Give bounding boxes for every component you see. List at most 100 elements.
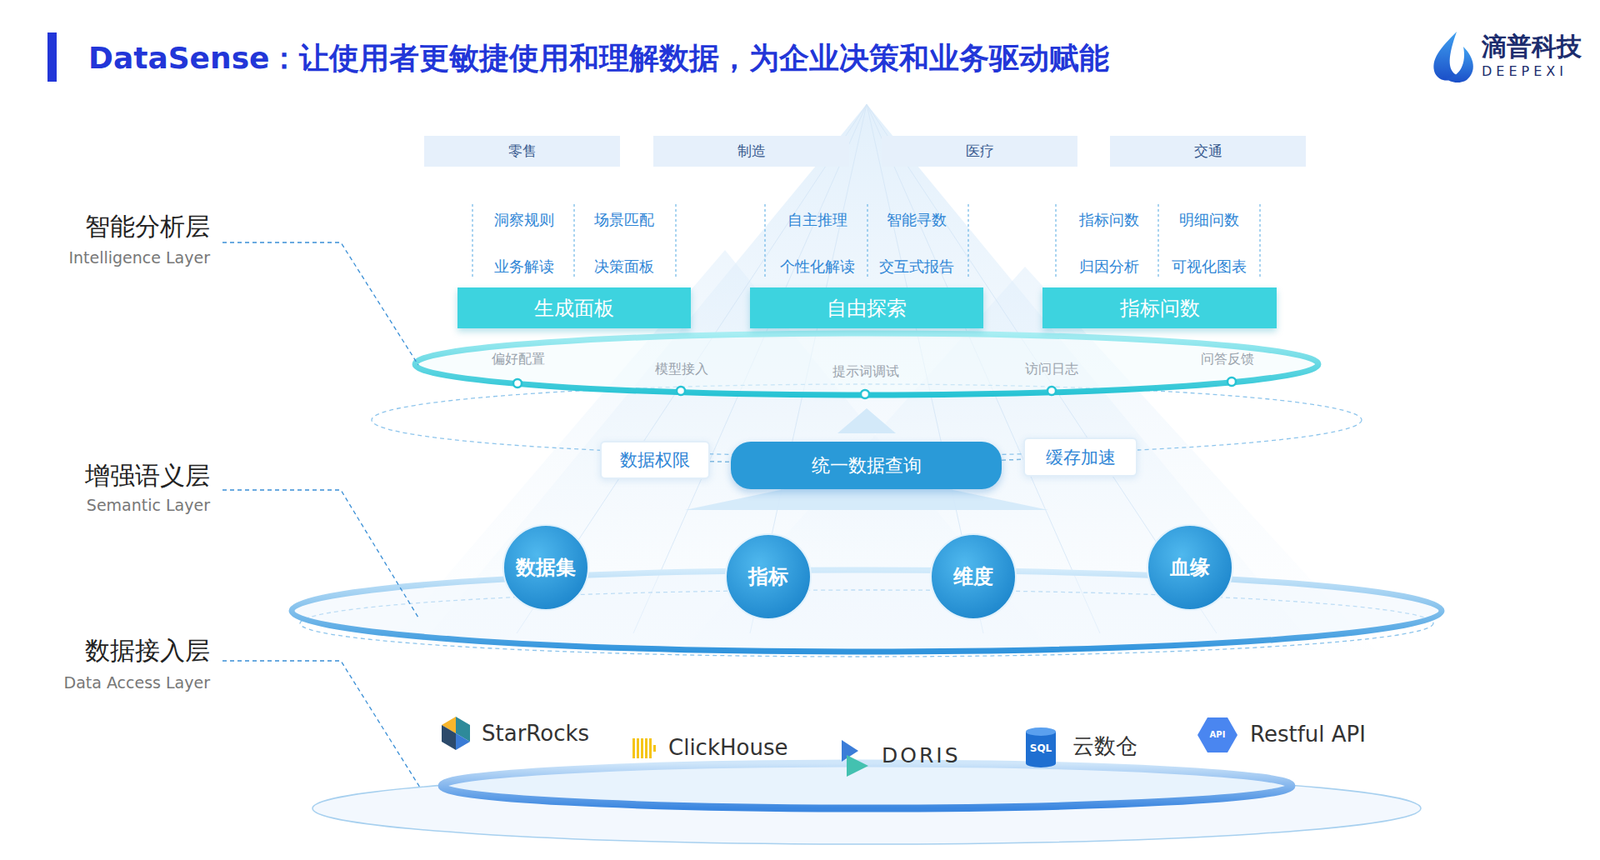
logo-mark: [1446, 46, 1474, 83]
up-arrow: [837, 408, 896, 434]
node-text: 缓存加速: [1045, 445, 1116, 470]
capability-box: 生成面板: [457, 287, 691, 329]
leader-lines: [222, 242, 420, 788]
feature-label: 洞察规则: [494, 211, 555, 230]
ring-dot: [676, 386, 685, 395]
source-name: DORIS: [881, 744, 961, 769]
circle-shape: [725, 534, 811, 620]
separator: [866, 204, 868, 280]
layer-name: 智能分析层: [85, 212, 210, 242]
layer-name: 数据接入层: [85, 636, 210, 666]
industry-box: 交通: [1110, 135, 1306, 167]
sql-icon: [1025, 759, 1056, 768]
feature-label: 交互式报告: [879, 258, 955, 276]
leader-line: [222, 660, 420, 788]
feature-label: 归因分析: [1079, 258, 1140, 276]
capability-box: 自由探索: [750, 287, 984, 329]
sql-icon: [1025, 731, 1056, 764]
leader-line: [222, 490, 419, 618]
doris-icon: [846, 755, 869, 777]
access-ring: [441, 763, 1292, 809]
source-name: ClickHouse: [668, 735, 788, 761]
source-name: 云数仓: [1072, 734, 1138, 760]
dashed-connector: [710, 460, 731, 463]
feature-label: 可视化图表: [1171, 258, 1247, 276]
ring-dot: [860, 390, 870, 399]
ring-dot: [513, 379, 522, 388]
layer-name-en: Intelligence Layer: [68, 249, 210, 268]
clickhouse-bar: [653, 745, 656, 752]
ring-label: 模型接入: [655, 361, 709, 377]
node-text: 维度: [953, 563, 994, 590]
query-box: 统一数据查询: [730, 441, 1002, 490]
logo-mark: [1433, 31, 1457, 81]
node-text: 制造: [737, 141, 766, 161]
logo-text: DEEPEXI: [1481, 64, 1568, 80]
circle-shape: [930, 534, 1016, 620]
semantic-circle: 数据集: [501, 523, 590, 612]
node-text: 血缘: [1170, 554, 1210, 581]
separator: [764, 204, 765, 280]
feature-label: 决策面板: [594, 258, 655, 276]
ring-dot: [1047, 386, 1056, 395]
separator: [1259, 204, 1260, 280]
circle-shape: [1147, 525, 1233, 610]
service-box: 缓存加速: [1023, 437, 1138, 477]
feature-label: 指标问数: [1079, 211, 1140, 230]
feature-label: 场景匹配: [594, 211, 655, 230]
node-text: 数据集: [515, 554, 576, 581]
node-text: 自由探索: [826, 295, 907, 322]
clickhouse-bar: [649, 738, 652, 759]
clickhouse-bar: [645, 738, 648, 759]
clickhouse-bar: [640, 738, 644, 759]
clickhouse-bar: [636, 738, 640, 759]
icon-text: SQL: [1030, 743, 1053, 755]
semantic-circle: 指标: [724, 532, 813, 621]
industry-box: 医疗: [881, 135, 1078, 167]
separator: [675, 204, 676, 280]
feature-label: 智能寻数: [886, 211, 947, 230]
ring-label: 访问日志: [1025, 361, 1079, 377]
separator: [471, 204, 473, 280]
ring-label: 偏好配置: [491, 351, 545, 367]
ring-label: 提示词调试: [832, 364, 900, 380]
feature-label: 明细问数: [1179, 211, 1240, 230]
node-text: 数据权限: [620, 448, 690, 472]
intelligence-ring: [415, 333, 1319, 395]
feature-label: 业务解读: [494, 258, 555, 276]
separator: [1157, 204, 1159, 280]
separator: [573, 204, 575, 280]
node-text: 生成面板: [534, 295, 615, 322]
starrocks-icon: [455, 733, 470, 750]
separator: [1055, 204, 1056, 280]
logo-text: 滴普科技: [1481, 32, 1582, 62]
semantic-circle: 维度: [929, 532, 1018, 621]
layer-name: 增强语义层: [85, 461, 210, 491]
clickhouse-bar: [632, 738, 635, 759]
api-icon: [1197, 717, 1238, 753]
feature-label: 自主推理: [787, 211, 848, 230]
layer-name-en: Data Access Layer: [64, 674, 210, 693]
node-text: 指标问数: [1120, 295, 1200, 322]
ring-dot: [1227, 377, 1236, 386]
sql-icon: [1025, 727, 1056, 736]
leader-line: [222, 242, 419, 365]
icon-text: API: [1210, 730, 1226, 740]
circle-shape: [503, 525, 589, 610]
ring-label: 问答反馈: [1200, 351, 1255, 367]
service-box: 数据权限: [600, 440, 710, 480]
feature-label: 个性化解读: [780, 258, 855, 276]
ring-dots: [513, 377, 1236, 399]
node-text: 交通: [1194, 141, 1223, 161]
layer-name-en: Semantic Layer: [86, 496, 210, 515]
separator-lines: [472, 204, 1260, 280]
dashed-connector: [1001, 459, 1024, 460]
node-text: 医疗: [965, 141, 995, 161]
capability-box: 指标问数: [1042, 287, 1277, 329]
node-text: 统一数据查询: [811, 453, 922, 479]
node-text: 零售: [508, 141, 537, 161]
clickhouse-icon: [632, 738, 656, 759]
semantic-circle: 血缘: [1145, 523, 1235, 612]
page-title: DataSense：让使用者更敏捷使用和理解数据，为企业决策和业务驱动赋能: [88, 38, 1110, 80]
title-bar: [47, 32, 57, 82]
